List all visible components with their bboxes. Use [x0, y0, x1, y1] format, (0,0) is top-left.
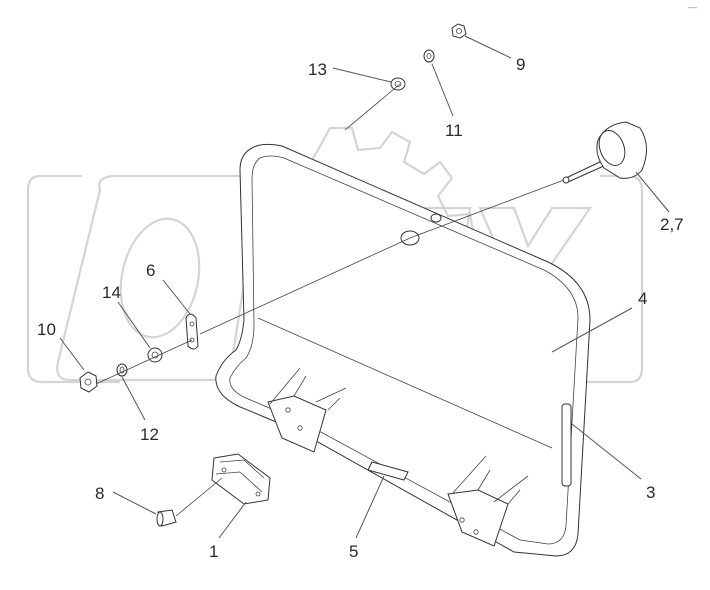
callout-11: 11: [445, 121, 463, 140]
watermark-o-hole: [119, 217, 201, 339]
callout-8: 8: [95, 484, 104, 503]
callout-14: 14: [102, 283, 121, 302]
callout-13: 13: [308, 60, 327, 79]
corner-mark: —: [688, 2, 697, 12]
leader-lines: [59, 35, 670, 539]
part-1-hinge-plate: [211, 453, 271, 505]
leader-4: [551, 307, 633, 353]
callout-labels: 1 2,7 3 4 5 6 8 9 10 11 12 13 14: [37, 55, 684, 561]
leader-13: [332, 67, 392, 83]
part-9-nut: [451, 23, 467, 39]
callout-5: 5: [349, 542, 358, 561]
part-11-washer: [423, 49, 435, 63]
part-5-label-plate: [367, 461, 409, 481]
part-12-washer: [116, 363, 128, 377]
part-8-bolt: [156, 509, 177, 527]
part-2-7-pin-knob: [562, 121, 647, 184]
leader-10: [59, 337, 85, 371]
leader-12: [121, 376, 146, 421]
callout-9: 9: [516, 55, 525, 74]
cover-plate-outline: [215, 143, 591, 557]
leader-2-7: [635, 171, 670, 213]
part-4-cover-plate: [215, 143, 591, 557]
callout-4: 4: [638, 289, 647, 308]
leader-8: [112, 491, 157, 515]
plate-top-boss: [430, 213, 442, 223]
leader-6: [162, 279, 191, 315]
assembly-axes: [95, 83, 565, 517]
callout-1: 1: [209, 542, 218, 561]
left-bracket: [267, 367, 347, 453]
leader-3: [571, 423, 642, 480]
leader-1: [218, 501, 247, 539]
part-3-strip: [561, 403, 572, 487]
callout-6: 6: [146, 261, 155, 280]
leader-9: [464, 35, 512, 59]
cover-plate-inner-rim: [229, 155, 579, 545]
leader-11: [431, 63, 454, 117]
part-13-washer: [390, 77, 406, 91]
leader-5: [355, 475, 385, 539]
callout-10: 10: [37, 320, 56, 339]
cover-plate-fold-line: [257, 317, 553, 449]
part-10-nut: [79, 371, 98, 393]
right-bracket: [447, 455, 529, 547]
callout-2-7: 2,7: [660, 215, 684, 234]
leader-14: [117, 301, 151, 349]
callout-3: 3: [646, 483, 655, 502]
callout-12: 12: [140, 425, 159, 444]
pin-shaft: [565, 159, 605, 179]
part-6-bracket: [185, 313, 199, 350]
